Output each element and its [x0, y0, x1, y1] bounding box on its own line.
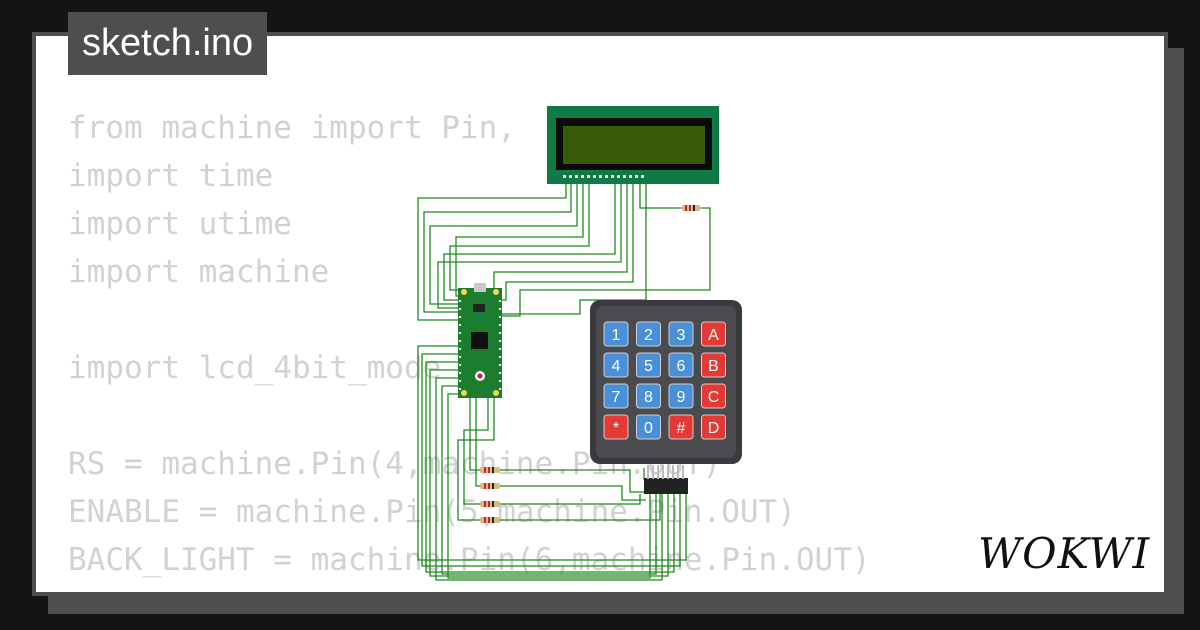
keypad-key-label: 4	[612, 358, 621, 375]
keypad-key-C[interactable]: C	[701, 383, 726, 409]
keypad-keys: 1 2 3 A 4 5 6 B 7 8 9 C * 0 # D	[603, 321, 726, 440]
keypad-key-8[interactable]: 8	[636, 383, 661, 409]
resistor	[480, 517, 500, 523]
lcd-display	[547, 106, 719, 184]
code-line: import lcd_4bit_mode	[68, 350, 442, 386]
keypad-key-1[interactable]: 1	[603, 321, 629, 347]
keypad-key-D[interactable]: D	[701, 414, 726, 440]
keypad-key-*[interactable]: *	[603, 414, 629, 440]
resistor	[480, 501, 500, 507]
lcd-pin-header	[563, 175, 644, 178]
keypad-key-B[interactable]: B	[701, 352, 726, 378]
keypad-key-A[interactable]: A	[701, 321, 726, 347]
wokwi-logo: WOKWI	[978, 529, 1151, 578]
keypad-key-label: A	[708, 327, 719, 344]
keypad-connector	[644, 465, 688, 494]
raspberry-logo-icon	[475, 371, 485, 381]
keypad-key-label: 9	[677, 389, 686, 406]
keypad-key-#[interactable]: #	[668, 414, 694, 440]
keypad-key-label: 3	[677, 327, 686, 344]
code-line: from machine import Pin,	[68, 110, 535, 146]
keypad-key-2[interactable]: 2	[636, 321, 661, 347]
resistor	[480, 467, 500, 473]
keypad-key-label: #	[677, 420, 686, 437]
membrane-keypad: 1 2 3 A 4 5 6 B 7 8 9 C * 0 # D	[590, 300, 742, 464]
filename-tab: sketch.ino	[68, 12, 268, 75]
keypad-key-6[interactable]: 6	[668, 352, 694, 378]
keypad-key-0[interactable]: 0	[636, 414, 661, 440]
keypad-key-5[interactable]: 5	[636, 352, 661, 378]
keypad-key-label: 5	[644, 358, 653, 375]
code-line: ENABLE = machine.Pin(5,machine.Pin.OUT)	[68, 494, 796, 530]
keypad-key-3[interactable]: 3	[668, 321, 694, 347]
keypad-key-7[interactable]: 7	[603, 383, 629, 409]
resistor	[480, 483, 500, 489]
resistor-backlight	[678, 205, 704, 211]
keypad-key-label: 8	[644, 389, 653, 406]
keypad-key-label: 0	[644, 420, 653, 437]
filename-label: sketch.ino	[82, 22, 254, 64]
code-line: D4 = machine.Pin(0,machine.Pin.OUT)	[68, 584, 871, 592]
keypad-key-label: 2	[644, 327, 653, 344]
code-line: import utime	[68, 206, 292, 242]
keypad-key-9[interactable]: 9	[668, 383, 694, 409]
wires	[417, 178, 711, 581]
code-line: import time	[68, 158, 274, 194]
keypad-key-label: 7	[612, 389, 621, 406]
keypad-key-label: B	[708, 358, 719, 375]
keypad-key-label: 1	[612, 327, 621, 344]
keypad-key-label: D	[708, 420, 720, 437]
keypad-key-label: C	[708, 389, 720, 406]
code-line: import machine	[68, 254, 330, 290]
wokwi-logo-text: WOKWI	[978, 529, 1151, 578]
keypad-key-label: 6	[677, 358, 686, 375]
keypad-key-label: *	[613, 420, 619, 437]
keypad-key-4[interactable]: 4	[603, 352, 629, 378]
raspberry-pi-pico	[458, 283, 502, 398]
resistor-bank	[480, 467, 500, 523]
